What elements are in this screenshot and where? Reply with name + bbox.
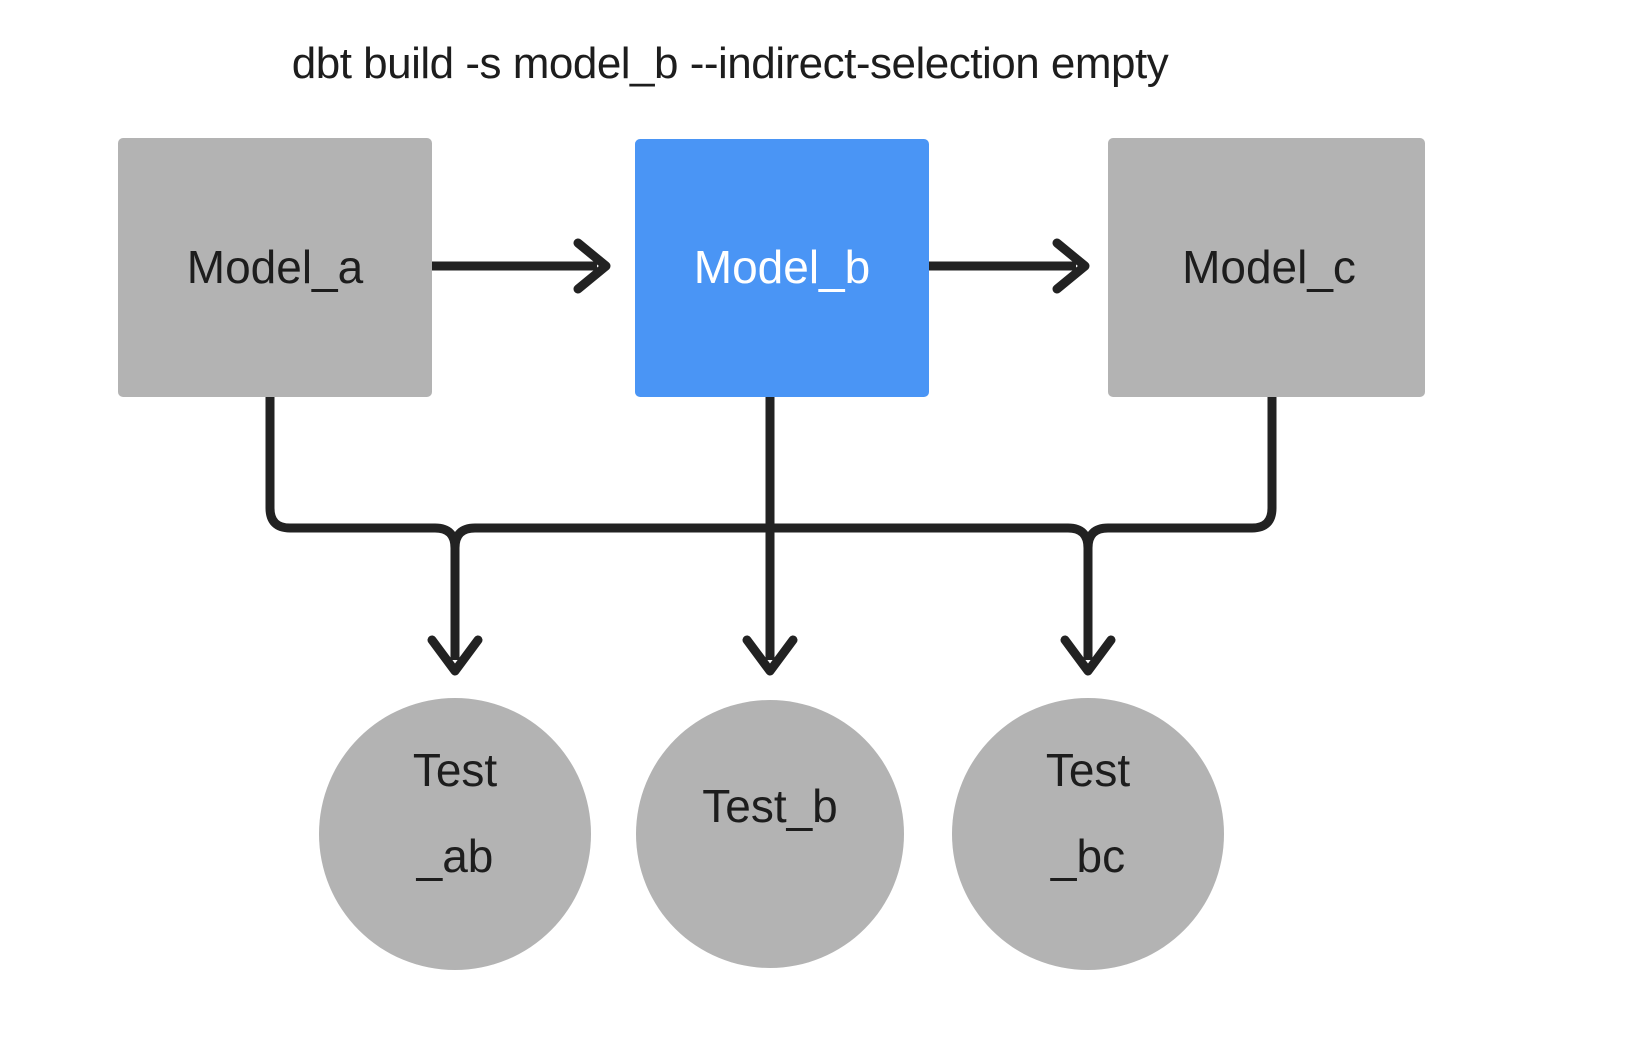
test-bc-label-line1: Test [1046,744,1131,796]
test-bc-circle[interactable] [952,698,1224,970]
edge-model-b-to-test-b [742,397,798,676]
model-c-label: Model_c [1182,241,1356,293]
model-b-rect[interactable] [635,139,929,397]
test-node-test-b[interactable]: Test_b [636,700,904,968]
edge-model-a-to-test-ab [265,397,483,676]
test-ab-circle[interactable] [319,698,591,970]
model-b-label: Model_b [694,241,870,293]
edge-model-b-to-test-ab [450,523,770,549]
test-node-test-ab[interactable]: Test _ab [319,698,591,970]
test-node-test-bc[interactable]: Test _bc [952,698,1224,970]
test-b-label-line1: Test_b [702,780,838,832]
edge-model-a-to-model-b [432,238,611,294]
model-node-model-b[interactable]: Model_b [635,139,929,397]
model-node-model-c[interactable]: Model_c [1108,138,1425,397]
model-a-rect[interactable] [118,138,432,397]
test-ab-label-line1: Test [413,744,498,796]
edge-layer [265,238,1277,676]
model-c-rect[interactable] [1108,138,1425,397]
edge-model-c-to-test-bc [1060,397,1277,676]
model-node-model-a[interactable]: Model_a [118,138,432,397]
edge-model-b-to-test-bc [770,523,1093,549]
test-bc-label-line2: _bc [1050,830,1125,882]
test-ab-label-line2: _ab [416,830,494,882]
edge-model-b-to-model-c [929,238,1090,294]
model-a-label: Model_a [187,241,364,293]
test-b-circle[interactable] [636,700,904,968]
diagram-title: dbt build -s model_b --indirect-selectio… [292,39,1169,88]
